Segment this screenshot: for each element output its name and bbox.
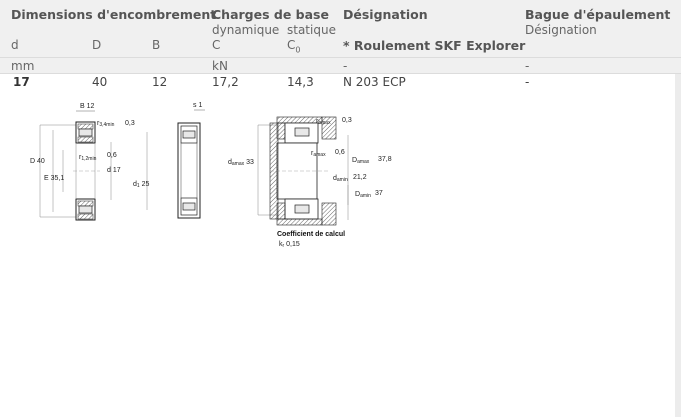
- value-B: 12: [152, 75, 168, 89]
- bearing-drawing: B 12 r3,4min 0,3 D 40 r1,2min 0,6 E 35,1…: [30, 102, 392, 249]
- value-C: 17,2: [212, 75, 239, 89]
- col-d-header: d: [11, 38, 19, 52]
- label-rbmax: rbmax: [316, 118, 331, 126]
- value-bague: -: [525, 75, 530, 89]
- bague-header: Bague d'épaulement: [525, 7, 671, 22]
- skf-explorer-note: * Roulement SKF Explorer: [343, 38, 526, 53]
- col-C0-header: C0: [287, 38, 301, 55]
- label-d: d 17: [107, 167, 121, 174]
- label-Damax: Damax: [352, 157, 370, 165]
- bague-designation-label: Désignation: [525, 23, 597, 37]
- label-damin-value: 21,2: [353, 174, 367, 181]
- col-B-header: B: [152, 38, 161, 52]
- label-Damin-value: 37: [375, 190, 383, 197]
- label-ramax: ramax: [311, 150, 326, 158]
- label-r34-value: 0,3: [125, 120, 135, 127]
- charges-static-label: statique: [287, 23, 336, 37]
- label-damin: damin: [333, 175, 348, 183]
- label-ramax-value: 0,6: [335, 149, 345, 156]
- coefficient-title: Coefficient de calcul: [277, 231, 345, 238]
- charges-header: Charges de base: [212, 7, 329, 22]
- label-Damin: Damin: [355, 191, 371, 199]
- designation-header: Désignation: [343, 7, 428, 22]
- value-designation-link[interactable]: N 203 ECP: [343, 75, 406, 89]
- value-D: 40: [92, 75, 108, 89]
- unit-kN: kN: [212, 59, 228, 73]
- label-r12: r1,2min: [79, 154, 97, 162]
- bearing-mounting-section: [257, 116, 349, 226]
- row-divider: [0, 73, 681, 74]
- label-r12-value: 0,6: [107, 152, 117, 159]
- bearing-section-left: [39, 110, 148, 221]
- label-d1: d1 25: [133, 181, 150, 189]
- value-d: 17: [13, 75, 30, 89]
- table-header-band: [0, 0, 681, 74]
- unit-designation-dash: -: [343, 59, 348, 73]
- label-damax: damax 33: [228, 159, 254, 167]
- bearing-side-view: [177, 109, 205, 219]
- unit-mm: mm: [11, 59, 35, 73]
- label-E: E 35,1: [44, 175, 64, 182]
- label-Damax-value: 37,8: [378, 156, 392, 163]
- label-rbmax-value: 0,3: [342, 117, 352, 124]
- right-edge-bar: [675, 74, 681, 417]
- dimensions-header: Dimensions d'encombrement: [11, 7, 217, 22]
- header-divider: [0, 57, 681, 58]
- charges-dynamic-label: dynamique: [212, 23, 280, 37]
- label-B: B 12: [80, 103, 95, 110]
- label-kr: kr 0,15: [279, 241, 300, 249]
- col-D-header: D: [92, 38, 102, 52]
- label-r34: r3,4min: [97, 120, 115, 128]
- label-D: D 40: [30, 158, 45, 165]
- col-C-header: C: [212, 38, 221, 52]
- label-s: s 1: [193, 102, 202, 109]
- unit-bague-dash: -: [525, 59, 530, 73]
- value-C0: 14,3: [287, 75, 314, 89]
